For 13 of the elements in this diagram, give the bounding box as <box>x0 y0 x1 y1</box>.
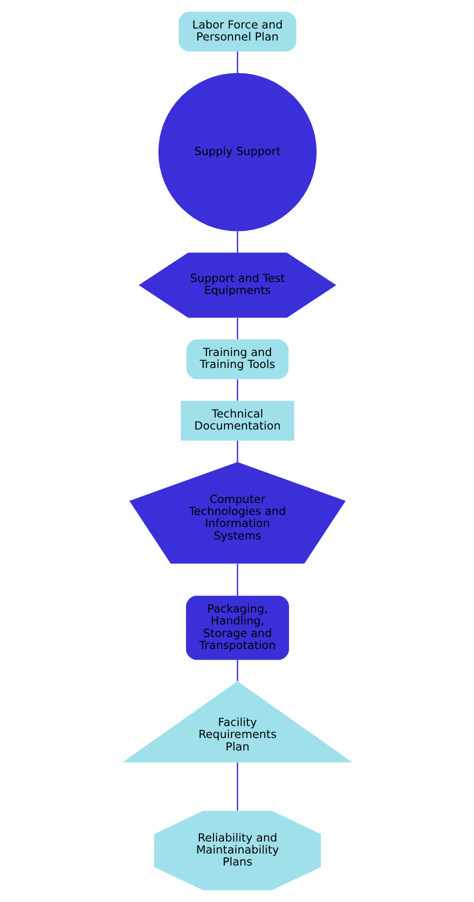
connector <box>236 660 238 682</box>
node-box: Training and Training Tools <box>186 339 288 380</box>
connector <box>236 52 238 73</box>
connector <box>236 379 238 401</box>
node-box: Packaging, Handling, Storage and Transpotation <box>186 596 288 660</box>
node-box: Technical Documentation <box>180 400 294 441</box>
connector <box>236 762 238 811</box>
connector <box>236 564 238 596</box>
connector <box>236 440 238 462</box>
connector <box>236 318 238 340</box>
connector <box>236 231 238 253</box>
node-circle: Supply Support <box>158 72 316 232</box>
node-box: Labor Force and Personnel Plan <box>178 12 296 52</box>
